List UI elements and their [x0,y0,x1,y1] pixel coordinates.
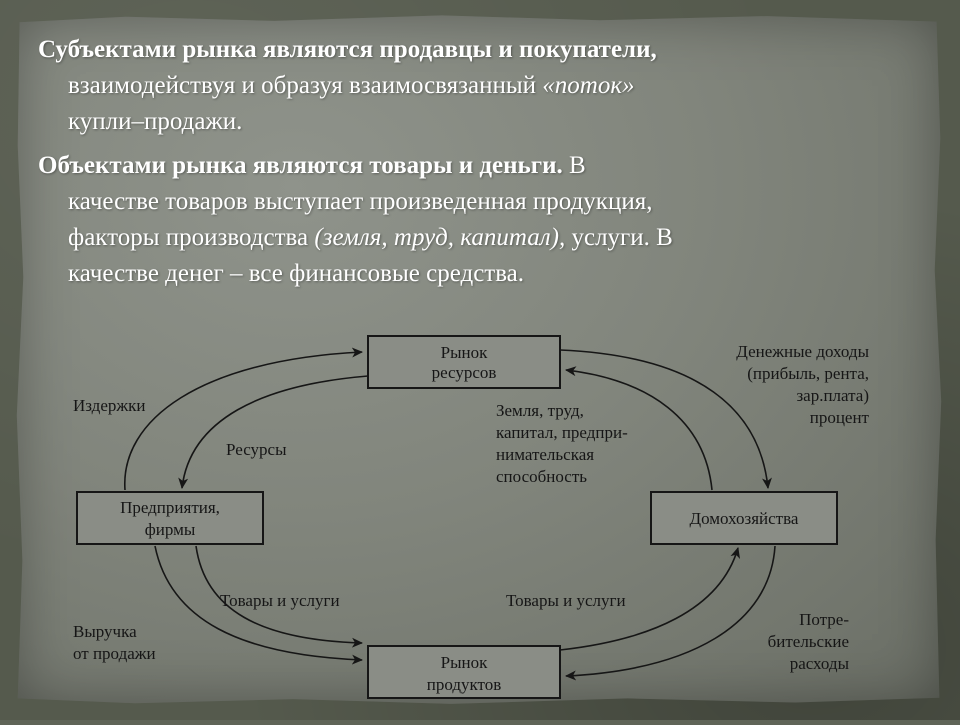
objects-line-3: факторы производства (земля, труд, капит… [38,220,908,256]
consumer-spending-label-3: расходы [790,654,850,673]
money-income-label-2: (прибыль, рента, [747,364,869,383]
firms-box [76,491,264,545]
flow-word: «поток» [542,72,635,99]
revenue-flow-arrow [154,545,363,665]
factors-label-2: капитал, предпри- [496,423,628,442]
product-market-box [367,645,561,699]
resources-label: Ресурсы [226,440,287,459]
goods-right-label: Товары и услуги [506,591,626,610]
households-box [650,491,838,545]
objects-after-heading: В [562,152,586,179]
revenue-label-1: Выручка [73,622,137,641]
costs-flow-arrow [124,347,363,491]
factors-text: факторы производства [68,224,315,251]
factors-label-3: нимательская [496,445,594,464]
spending-flow-arrow [565,545,776,681]
product-market-label-2: продуктов [427,675,502,694]
factors-label-4: способность [496,467,587,486]
services-text: услуги. В [565,224,673,251]
firms-label-1: Предприятия, [120,498,220,517]
money-income-label-1: Денежные доходы [736,342,869,361]
consumer-spending-label-2: бительские [768,632,849,651]
income-flow-arrow [559,349,772,489]
resource-market-label-2: ресурсов [432,363,497,382]
subjects-line-3: купли–продажи. [68,108,243,135]
costs-label: Издержки [73,396,145,415]
subjects-heading: Субъектами рынка являются продавцы и пок… [38,36,657,63]
circular-flow-diagram: Рынок ресурсов Предприятия, фирмы Домохо… [0,330,960,725]
goods-to-market-arrow [195,545,363,648]
subjects-text: взаимодействуя и образуя взаимосвязанный [68,72,543,99]
slide-text: Субъектами рынка являются продавцы и пок… [38,32,908,300]
product-market-label-1: Рынок [441,653,488,672]
households-label: Домохозяйства [690,509,799,528]
resource-market-label-1: Рынок [441,343,488,362]
firms-label-2: фирмы [145,520,196,539]
goods-to-households-arrow [559,547,741,651]
resources-flow-arrow [178,375,369,489]
subjects-line-2: взаимодействуя и образуя взаимосвязанный… [38,68,908,104]
money-income-label-3: зар.плата) [796,386,869,405]
factors-label-1: Земля, труд, [496,401,584,420]
paragraph-objects: Объектами рынка являются товары и деньги… [38,148,908,292]
objects-heading: Объектами рынка являются товары и деньги… [38,152,563,179]
consumer-spending-label-1: Потре- [799,610,849,629]
factors-flow-arrow [565,366,713,491]
revenue-label-2: от продажи [73,644,156,663]
paragraph-subjects: Субъектами рынка являются продавцы и пок… [38,32,908,140]
objects-line-2: качестве товаров выступает произведенная… [68,188,653,215]
factors-list: (земля, труд, капитал), [314,224,566,251]
resource-market-box [367,335,561,389]
money-income-label-4: процент [810,408,870,427]
goods-left-label: Товары и услуги [220,591,340,610]
objects-line-4: качестве денег – все финансовые средства… [68,260,525,287]
